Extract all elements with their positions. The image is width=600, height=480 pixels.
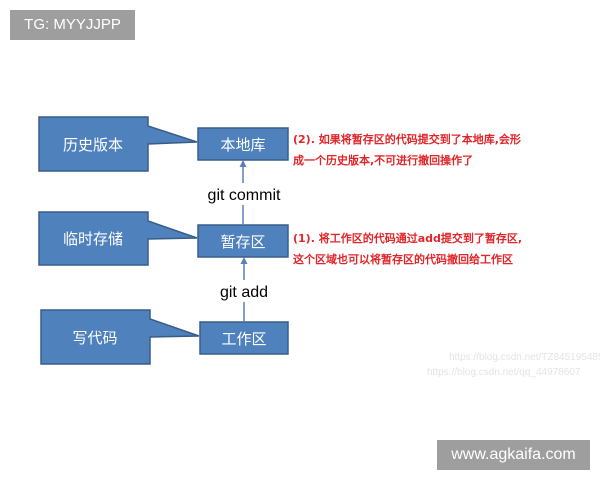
callout-temp-storage: 临时存储	[38, 211, 198, 266]
stage-staging-area: 暂存区	[197, 224, 289, 258]
stage-working-dir: 工作区	[199, 321, 289, 355]
arrow-head-icon	[240, 257, 248, 264]
add-note-line: 这个区域也可以将暂存区的代码撤回给工作区	[293, 252, 513, 266]
site-watermark: www.agkaifa.com	[437, 440, 590, 470]
stage-label: 工作区	[221, 330, 266, 348]
csdn-watermark: https://blog.csdn.net/TZ845195485	[449, 352, 600, 363]
git-add-label: git add	[220, 284, 268, 301]
callout-history-version: 历史版本	[38, 116, 198, 172]
git-commit-label: git commit	[208, 187, 281, 204]
stage-label: 本地库	[220, 136, 265, 154]
callout-write-code: 写代码	[40, 309, 200, 365]
commit-note-line: 成一个历史版本,不可进行撤回操作了	[293, 153, 473, 167]
stage-local-repo: 本地库	[197, 127, 289, 161]
callout-label: 写代码	[72, 329, 117, 347]
arrow-head-icon	[239, 160, 247, 167]
commit-note-line: (2). 如果将暂存区的代码提交到了本地库,会形	[293, 132, 521, 146]
stage-label: 暂存区	[220, 233, 265, 251]
callout-label: 临时存储	[63, 230, 123, 248]
add-note-line: (1). 将工作区的代码通过add提交到了暂存区,	[293, 231, 522, 245]
tg-watermark: TG: MYYJJPP	[10, 10, 135, 40]
callout-label: 历史版本	[63, 136, 123, 154]
csdn-watermark: https://blog.csdn.net/qq_44978607	[427, 367, 581, 378]
